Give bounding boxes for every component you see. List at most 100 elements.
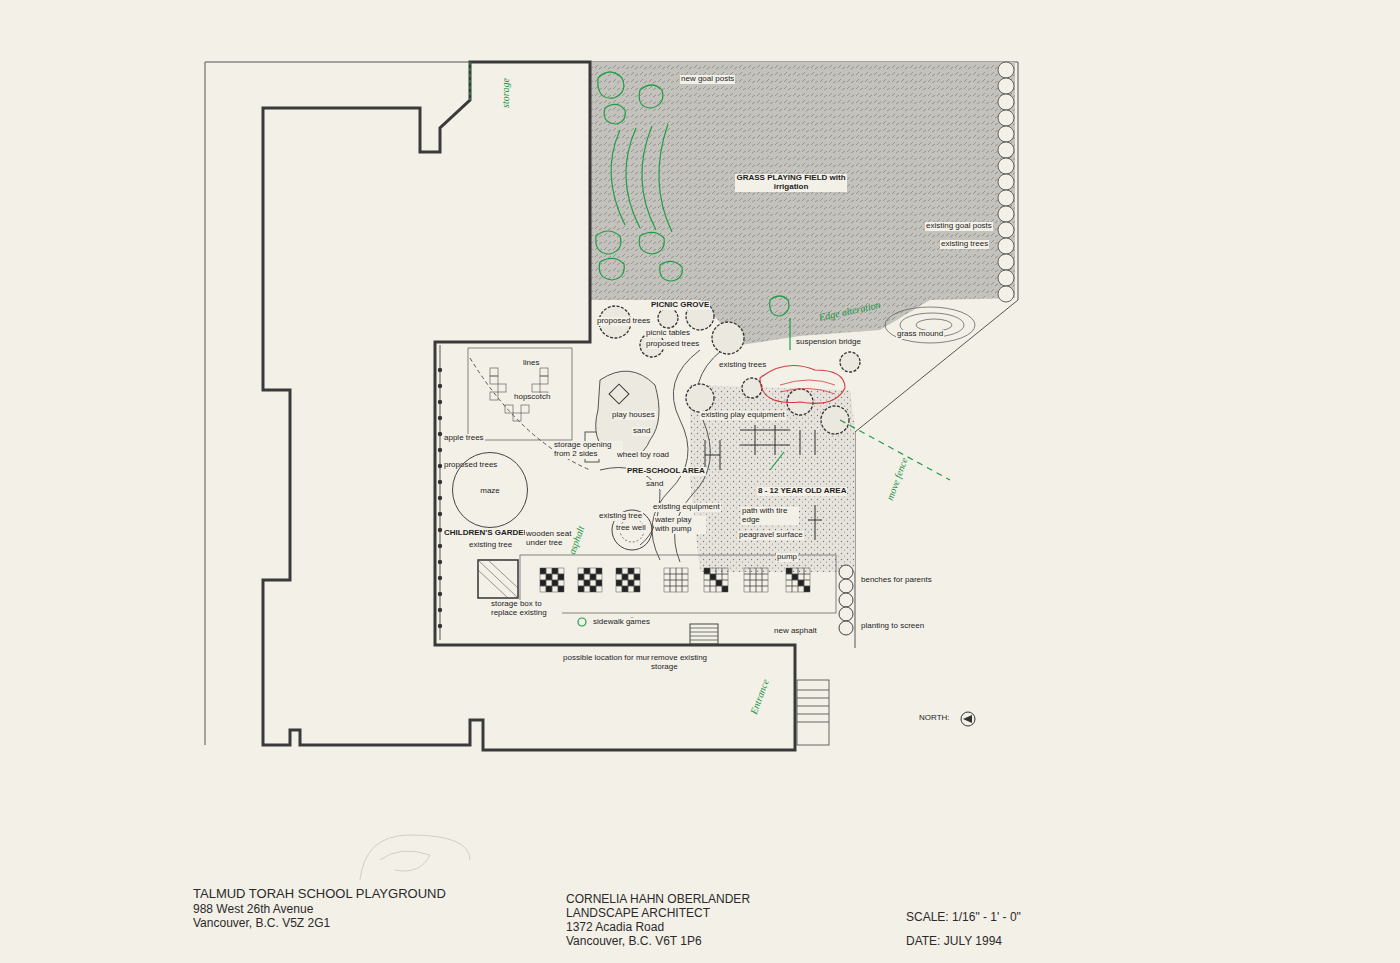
game-square — [798, 580, 804, 586]
apple-tree — [438, 592, 442, 596]
handwritten-note: storage — [500, 78, 511, 108]
hedge-shrub — [998, 126, 1014, 142]
game-square — [540, 568, 546, 574]
game-square — [634, 574, 640, 580]
plan-label: sand — [632, 427, 651, 436]
game-square — [762, 568, 768, 574]
game-square — [670, 574, 676, 580]
title-block-text: LANDSCAPE ARCHITECT — [566, 907, 710, 920]
game-square — [664, 568, 670, 574]
game-square — [552, 568, 558, 574]
game-square — [616, 580, 622, 586]
game-square — [628, 586, 634, 592]
north-arrow — [961, 712, 975, 726]
game-square — [664, 574, 670, 580]
game-square — [634, 580, 640, 586]
storage-box-hatch — [478, 560, 518, 598]
storage-box — [478, 560, 518, 598]
plan-label: CHILDREN'S GARDEN — [443, 529, 530, 538]
game-square — [622, 586, 628, 592]
hedge-shrub — [998, 270, 1014, 286]
game-square — [704, 580, 710, 586]
plan-label: 8 - 12 YEAR OLD AREA — [757, 487, 847, 496]
game-square — [716, 574, 722, 580]
apple-tree — [438, 480, 442, 484]
tree-canopy — [742, 378, 762, 398]
title-block-text: CORNELIA HAHN OBERLANDER — [566, 893, 750, 906]
game-square — [792, 580, 798, 586]
game-square — [798, 574, 804, 580]
game-square — [670, 580, 676, 586]
game-square — [584, 568, 590, 574]
game-square — [552, 574, 558, 580]
game-square — [756, 574, 762, 580]
game-square — [750, 586, 756, 592]
game-square — [596, 568, 602, 574]
tree-canopy — [658, 308, 678, 328]
game-square — [762, 574, 768, 580]
hedge-shrub — [998, 158, 1014, 174]
title-block-text: 988 West 26th Avenue — [193, 903, 313, 916]
apple-tree — [438, 528, 442, 532]
game-square — [804, 586, 810, 592]
game-square — [622, 574, 628, 580]
storage-stair — [690, 624, 718, 644]
game-square — [792, 586, 798, 592]
game-square — [682, 568, 688, 574]
plan-label: play houses — [611, 411, 656, 420]
game-square — [596, 580, 602, 586]
game-square — [670, 568, 676, 574]
game-square — [552, 580, 558, 586]
game-square — [578, 574, 584, 580]
hedge-shrub — [998, 222, 1014, 238]
game-square — [682, 574, 688, 580]
plan-label: sidewalk games — [592, 618, 651, 627]
game-square — [756, 586, 762, 592]
apple-tree — [438, 448, 442, 452]
game-square — [682, 586, 688, 592]
game-square — [628, 574, 634, 580]
apple-tree — [438, 512, 442, 516]
game-square — [546, 574, 552, 580]
game-square — [590, 574, 596, 580]
game-square — [716, 586, 722, 592]
game-square — [750, 574, 756, 580]
apple-tree — [438, 368, 442, 372]
play-equipment — [705, 425, 822, 540]
apple-tree — [438, 544, 442, 548]
red-markup — [780, 380, 835, 394]
plan-label: wheel toy road — [616, 451, 670, 460]
title-block-text: DATE: JULY 1994 — [906, 935, 1002, 948]
apple-tree — [438, 608, 442, 612]
apple-tree — [438, 496, 442, 500]
game-square — [710, 574, 716, 580]
plan-label: storage opening from 2 sides — [553, 441, 623, 459]
game-square — [804, 574, 810, 580]
game-square — [710, 580, 716, 586]
plan-label: new goal posts — [680, 75, 735, 84]
hedge-shrub — [998, 62, 1014, 78]
plan-label: pump — [776, 553, 798, 562]
game-square — [710, 586, 716, 592]
game-square — [722, 586, 728, 592]
apple-tree — [438, 624, 442, 628]
hedge-shrub — [998, 254, 1014, 270]
plan-label: suspension bridge — [795, 338, 862, 347]
plan-label: water play with pump — [654, 516, 706, 534]
game-square — [616, 586, 622, 592]
game-square — [676, 574, 682, 580]
property-line — [205, 62, 1018, 745]
game-square — [792, 568, 798, 574]
hedge-shrub — [998, 206, 1014, 222]
game-square — [762, 580, 768, 586]
game-square — [616, 568, 622, 574]
stairs — [797, 680, 829, 745]
game-square — [750, 580, 756, 586]
game-square — [628, 580, 634, 586]
plan-label: sand — [645, 480, 664, 489]
plan-label: existing play equipment — [700, 411, 786, 420]
game-square — [578, 586, 584, 592]
title-block-text: Vancouver, B.C. V6T 1P6 — [566, 935, 702, 948]
title-block-text: SCALE: 1/16" - 1' - 0" — [906, 911, 1021, 924]
